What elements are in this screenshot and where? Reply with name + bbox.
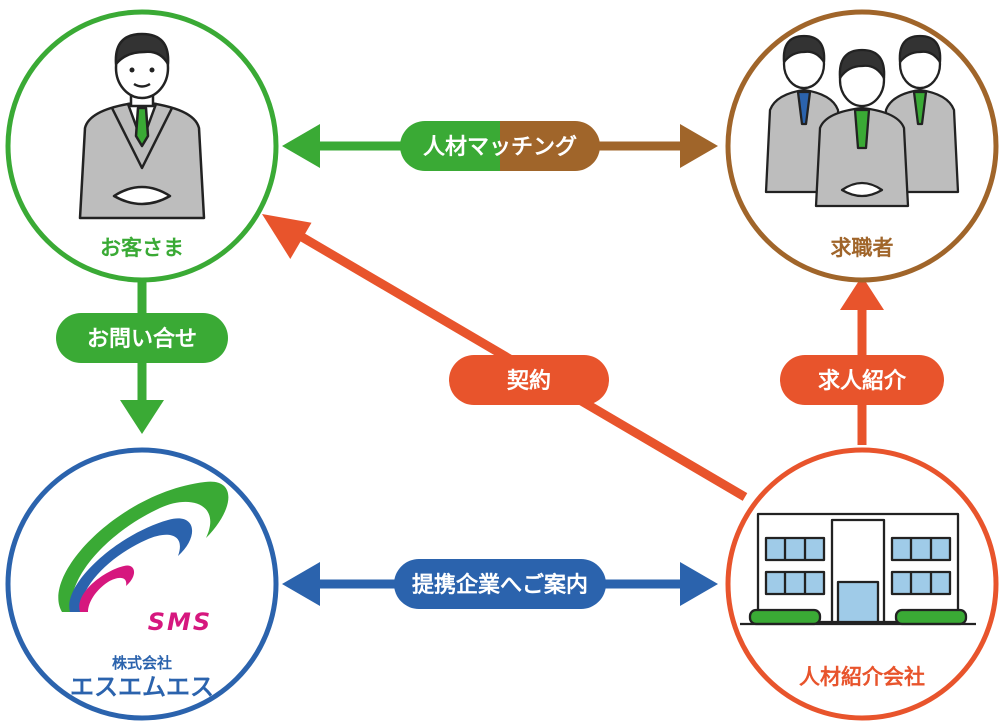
- sms-circle: [5, 447, 279, 721]
- job-seekers-label: 求職者: [831, 236, 894, 260]
- matching-arrowhead-left: [282, 124, 320, 168]
- partner-intro-arrowhead-left: [282, 562, 320, 606]
- sms-company-prefix: 株式会社: [112, 654, 172, 672]
- job-intro-pill: [780, 355, 944, 405]
- agency-label: 人材紹介会社: [799, 665, 925, 689]
- matching-label: 人材マッチング: [423, 134, 577, 160]
- contract-label: 契約: [506, 368, 551, 394]
- matching-pill-right: [500, 121, 600, 171]
- inquiry-pill: [56, 313, 228, 363]
- customer-label: お客さま: [100, 236, 184, 260]
- inquiry-arrowhead: [120, 400, 164, 434]
- partner-intro-label: 提携企業へご案内: [412, 572, 588, 598]
- node-sms: SMS 株式会社 エスエムエス: [5, 447, 279, 721]
- partner-intro-arrowhead-right: [680, 562, 718, 606]
- contract-arrowhead: [262, 214, 312, 259]
- matching-arrowhead-right: [680, 124, 718, 168]
- inquiry-label: お問い合せ: [87, 326, 197, 352]
- node-job-seekers: 求職者: [725, 9, 999, 283]
- contract-pill: [449, 355, 609, 405]
- job-seekers-group-icon: [764, 34, 960, 208]
- node-agency: 人材紹介会社: [725, 447, 999, 721]
- edge-partner-intro: 提携企業へご案内: [282, 559, 718, 609]
- edge-job-intro: 求人紹介: [780, 276, 944, 445]
- edge-inquiry: お問い合せ: [56, 282, 228, 434]
- matching-pill-left: [400, 121, 500, 171]
- job-intro-label: 求人紹介: [818, 368, 907, 394]
- businessman-icon: [78, 32, 206, 220]
- office-building-icon: [740, 512, 976, 626]
- edge-contract: 契約: [262, 214, 748, 501]
- sms-company-name: エスエムエス: [70, 673, 214, 701]
- job-intro-arrowhead: [840, 276, 884, 310]
- partner-intro-pill: [394, 559, 606, 609]
- edge-matching: 人材マッチング: [282, 121, 718, 171]
- node-customer: お客さま: [5, 9, 279, 283]
- sms-logo-text: SMS: [148, 608, 212, 636]
- sms-logo: SMS: [58, 481, 229, 636]
